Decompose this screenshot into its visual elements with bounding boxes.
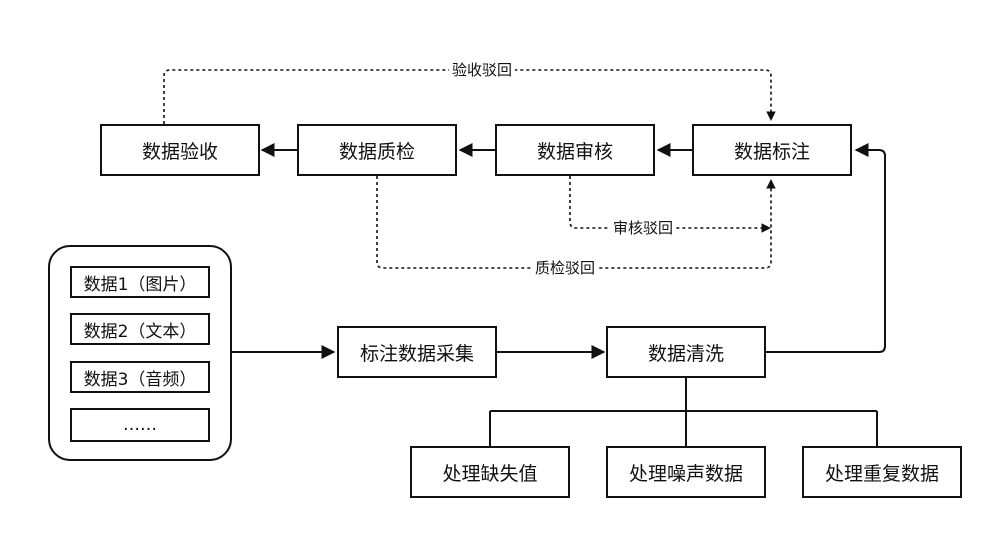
node-annotation: 数据标注 bbox=[692, 124, 852, 176]
node-noise-data: 处理噪声数据 bbox=[606, 446, 766, 498]
node-qc: 数据质检 bbox=[297, 124, 457, 176]
source-item-audio: 数据3（音频） bbox=[70, 361, 210, 393]
node-duplicate-data: 处理重复数据 bbox=[802, 446, 962, 498]
node-cleaning: 数据清洗 bbox=[606, 326, 766, 378]
arrow-cleaning-to-annotation bbox=[766, 143, 886, 353]
node-acceptance: 数据验收 bbox=[100, 124, 260, 176]
dashed-review-reject bbox=[569, 176, 771, 233]
acceptance-reject-label: 验收驳回 bbox=[448, 61, 516, 79]
node-collection: 标注数据采集 bbox=[337, 326, 497, 378]
qc-reject-label: 质检驳回 bbox=[531, 259, 599, 277]
node-review: 数据审核 bbox=[495, 124, 655, 176]
dashed-qc-reject bbox=[376, 176, 776, 269]
source-item-image: 数据1（图片） bbox=[70, 266, 210, 298]
source-item-text: 数据2（文本） bbox=[70, 313, 210, 345]
source-item-more: …… bbox=[70, 408, 210, 442]
node-missing-values: 处理缺失值 bbox=[410, 446, 570, 498]
review-reject-label: 审核驳回 bbox=[609, 219, 677, 237]
